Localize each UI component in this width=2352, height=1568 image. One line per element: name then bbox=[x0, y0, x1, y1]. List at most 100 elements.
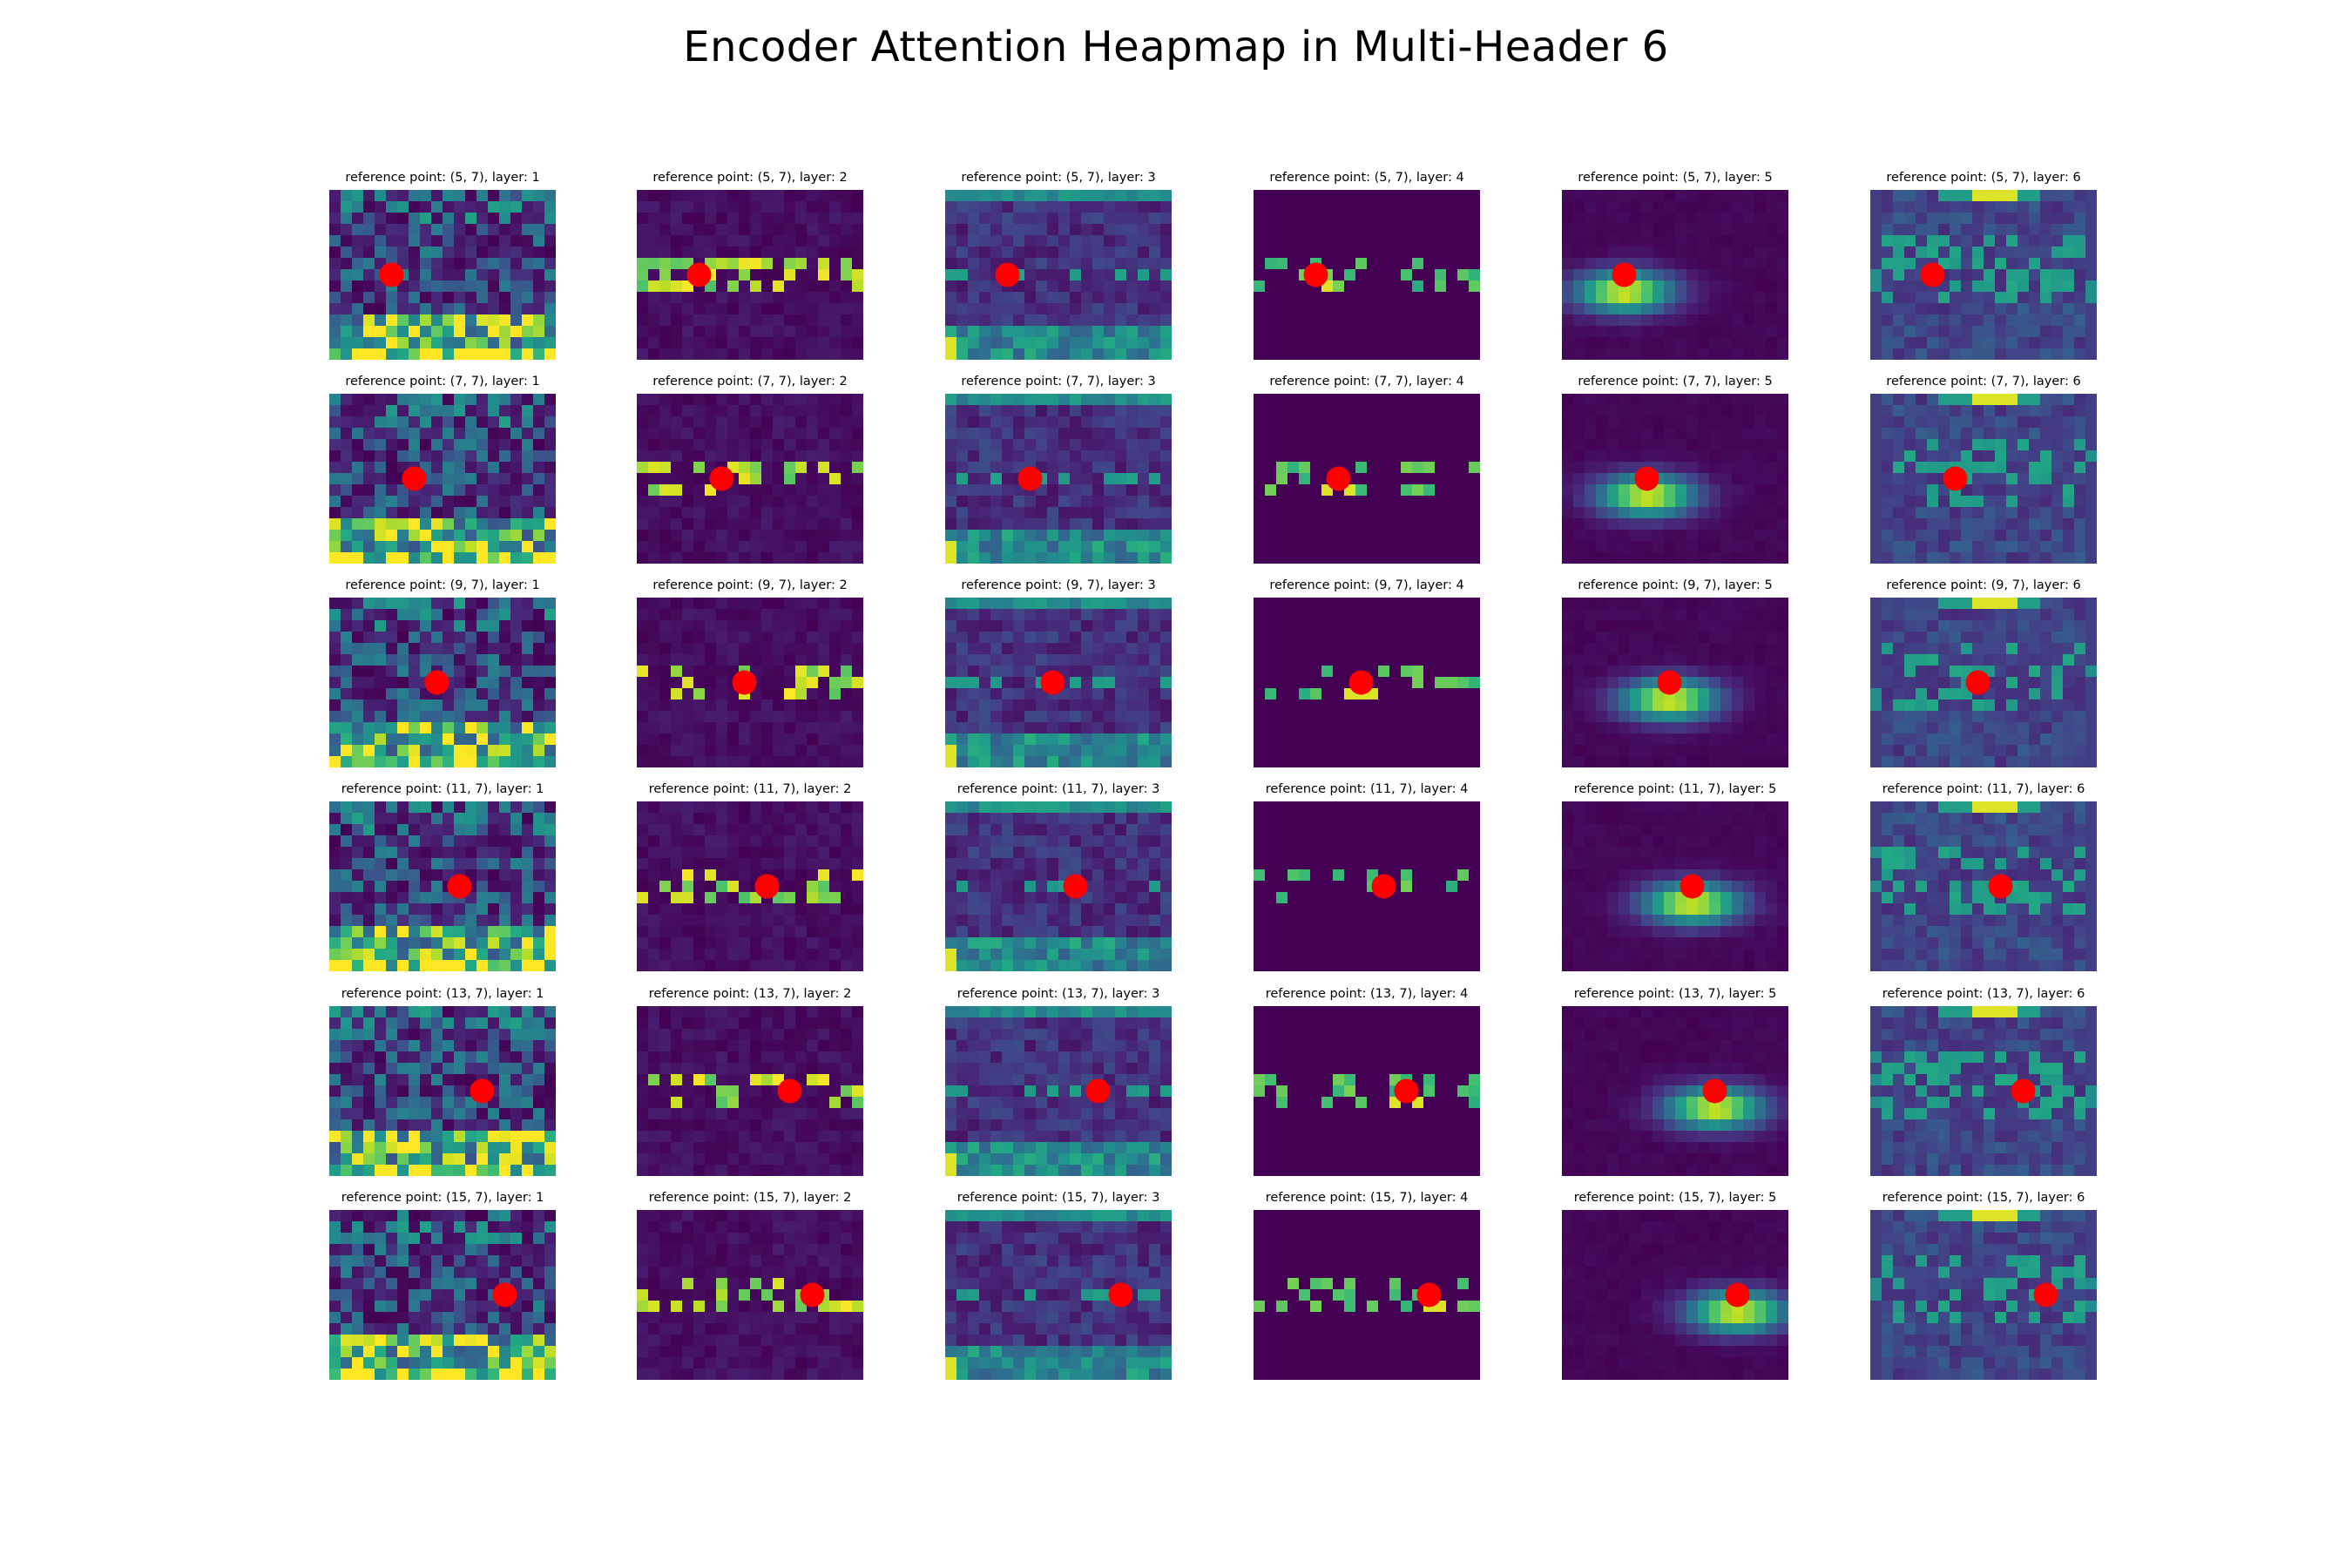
heatmap-cell bbox=[397, 314, 409, 327]
heatmap-cell bbox=[1562, 541, 1574, 553]
heatmap-cell bbox=[2074, 292, 2086, 304]
heatmap-cell bbox=[1950, 258, 1962, 270]
heatmap-cell bbox=[945, 756, 957, 767]
reference-point-marker bbox=[686, 262, 712, 287]
heatmap-cell bbox=[693, 439, 706, 451]
heatmap-cell bbox=[716, 552, 728, 564]
heatmap-cell bbox=[1288, 269, 1300, 281]
heatmap-cell bbox=[522, 473, 534, 485]
heatmap-cell bbox=[1160, 405, 1172, 417]
heatmap-cell bbox=[431, 416, 443, 429]
heatmap-cell bbox=[1777, 201, 1788, 213]
heatmap-cell bbox=[2029, 552, 2041, 564]
heatmap-cell bbox=[1995, 348, 2007, 360]
heatmap-cell bbox=[1401, 541, 1413, 553]
heatmap-cell bbox=[2017, 473, 2030, 485]
heatmap-cell bbox=[1299, 598, 1311, 610]
heatmap-cell bbox=[431, 235, 443, 247]
heatmap-cell bbox=[671, 405, 683, 417]
heatmap-cell bbox=[397, 620, 409, 632]
heatmap-cell bbox=[1607, 450, 1619, 463]
heatmap-cell bbox=[1378, 677, 1390, 689]
heatmap-cell bbox=[1732, 405, 1744, 417]
heatmap-cell bbox=[750, 700, 762, 712]
heatmap-cell bbox=[795, 439, 808, 451]
heatmap-cell bbox=[1720, 473, 1733, 485]
heatmap-cell bbox=[1457, 224, 1470, 236]
heatmap-cell bbox=[750, 224, 762, 236]
heatmap-cell bbox=[1777, 632, 1788, 644]
heatmap-cell bbox=[1367, 462, 1379, 474]
heatmap-cell bbox=[1333, 439, 1345, 451]
heatmap-cell bbox=[431, 496, 443, 508]
heatmap-cell bbox=[1002, 213, 1014, 225]
heatmap-cell bbox=[1675, 518, 1687, 531]
heatmap-cell bbox=[841, 632, 853, 644]
heatmap-cell bbox=[1081, 677, 1093, 689]
heatmap-cell bbox=[671, 722, 683, 734]
heatmap-cell bbox=[341, 711, 353, 723]
heatmap-cell bbox=[1709, 450, 1721, 463]
heatmap-cell bbox=[488, 416, 500, 429]
heatmap-cell bbox=[1927, 235, 1939, 247]
heatmap-cell bbox=[420, 326, 432, 338]
heatmap-cell bbox=[945, 666, 957, 678]
heatmap-cell bbox=[1882, 303, 1894, 315]
heatmap-cell bbox=[990, 416, 1003, 429]
heatmap-cell bbox=[1446, 756, 1458, 767]
heatmap-cell bbox=[1160, 552, 1172, 564]
heatmap-cell bbox=[818, 677, 830, 689]
heatmap-cell bbox=[375, 326, 387, 338]
heatmap-panel: reference point: (9, 7), layer: 5 bbox=[1562, 578, 1788, 767]
heatmap-cell bbox=[739, 745, 751, 757]
heatmap-cell bbox=[2051, 439, 2064, 451]
heatmap-cell bbox=[1573, 643, 1585, 655]
heatmap-cell bbox=[1299, 473, 1311, 485]
heatmap-cell bbox=[420, 518, 432, 531]
heatmap-cell bbox=[1585, 609, 1597, 621]
heatmap-cell bbox=[1641, 643, 1653, 655]
heatmap-cell bbox=[375, 530, 387, 542]
heatmap-cell bbox=[329, 722, 341, 734]
heatmap-cell bbox=[1024, 428, 1037, 440]
heatmap-cell bbox=[465, 224, 477, 236]
heatmap-cell bbox=[979, 201, 991, 213]
heatmap-cell bbox=[761, 326, 774, 338]
heatmap-cell bbox=[761, 416, 774, 429]
heatmap-cell bbox=[1058, 552, 1071, 564]
heatmap-cell bbox=[2063, 394, 2075, 406]
heatmap-cell bbox=[1081, 722, 1093, 734]
heatmap-cell bbox=[1115, 269, 1127, 281]
heatmap-cell bbox=[1446, 258, 1458, 270]
heatmap-cell bbox=[1938, 541, 1950, 553]
heatmap-cell bbox=[1047, 292, 1059, 304]
heatmap-cell bbox=[1355, 213, 1368, 225]
heatmap-cell bbox=[329, 598, 341, 610]
heatmap-cell bbox=[990, 348, 1003, 360]
heatmap-cell bbox=[1024, 303, 1037, 315]
heatmap-cell bbox=[1423, 292, 1436, 304]
heatmap-cell bbox=[1698, 450, 1710, 463]
heatmap-cell bbox=[544, 439, 556, 451]
heatmap-cell bbox=[1013, 337, 1025, 349]
heatmap-cell bbox=[1904, 326, 1916, 338]
heatmap-cell bbox=[2085, 326, 2097, 338]
heatmap-cell bbox=[1720, 496, 1733, 508]
heatmap-cell bbox=[1754, 428, 1767, 440]
heatmap-cell bbox=[1777, 314, 1788, 327]
heatmap-cell bbox=[476, 722, 489, 734]
heatmap-cell bbox=[397, 677, 409, 689]
heatmap-cell bbox=[476, 609, 489, 621]
heatmap-cell bbox=[1709, 314, 1721, 327]
heatmap-cell bbox=[1995, 247, 2007, 259]
heatmap-cell bbox=[1754, 598, 1767, 610]
heatmap-cell bbox=[1435, 269, 1447, 281]
heatmap-cell bbox=[1984, 326, 1996, 338]
heatmap-cell bbox=[795, 213, 808, 225]
heatmap-cell bbox=[1333, 213, 1345, 225]
heatmap-cell bbox=[329, 654, 341, 666]
heatmap-cell bbox=[1058, 654, 1071, 666]
heatmap-cell bbox=[1115, 405, 1127, 417]
heatmap-cell bbox=[375, 224, 387, 236]
heatmap-cell bbox=[807, 439, 819, 451]
